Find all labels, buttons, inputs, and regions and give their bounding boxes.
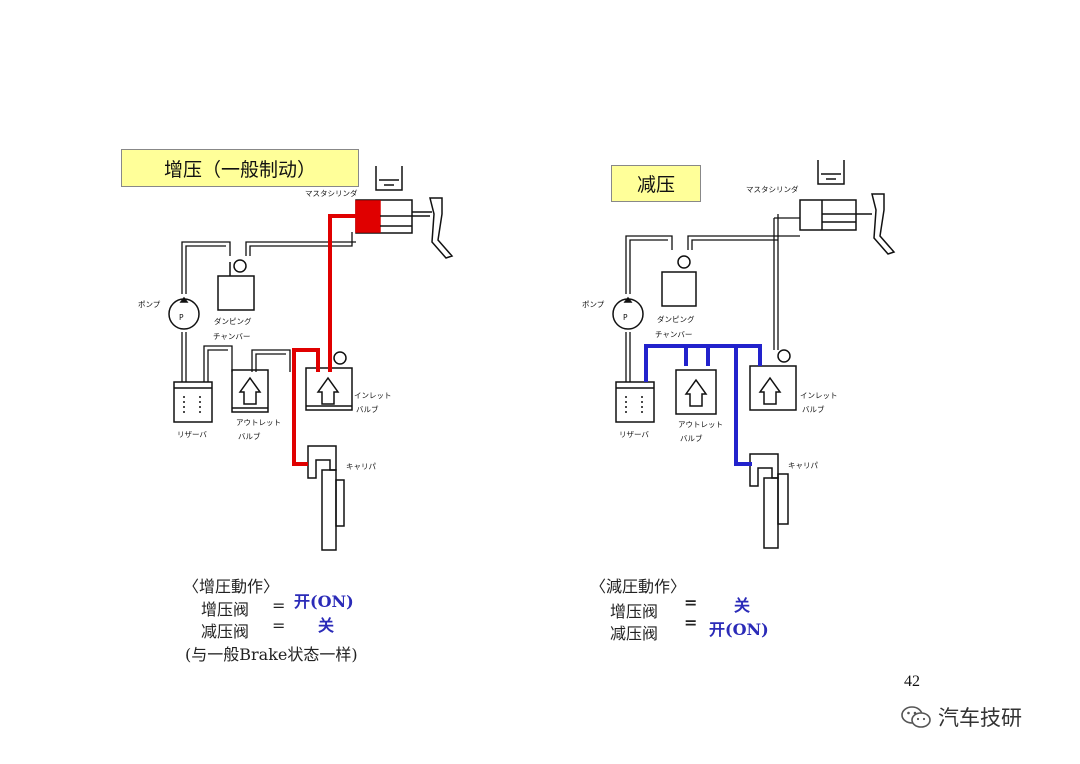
- svg-text:P: P: [623, 313, 628, 322]
- right-operation-heading: 〈減圧動作〉: [590, 577, 687, 596]
- left-label-outlet1: アウトレット: [236, 418, 281, 427]
- left-note: (与一般Brake状态一样): [185, 645, 358, 664]
- left-label-damping1: ダンピング: [214, 316, 252, 326]
- left-label-caliper: キャリパ: [346, 462, 376, 471]
- right-pump-icon: P: [612, 296, 644, 330]
- left-row2-equals: =: [272, 616, 286, 635]
- left-label-master: マスタシリンダ: [305, 188, 358, 198]
- right-label-outlet2: バルブ: [680, 433, 703, 443]
- left-row2-name: 减压阀: [201, 622, 250, 641]
- left-brake-pedal: [412, 197, 454, 259]
- right-label-inlet1: インレット: [800, 391, 838, 400]
- right-label-caliper: キャリパ: [788, 461, 818, 470]
- right-master-reservoir: [817, 160, 845, 185]
- right-label-damping2: チャンバー: [655, 330, 692, 339]
- left-label-outlet2: バルブ: [238, 431, 261, 441]
- right-label-damping1: ダンピング: [657, 314, 695, 324]
- right-row1-equals: =: [684, 593, 698, 612]
- right-label-pump: ポンプ: [582, 300, 605, 309]
- right-label-master: マスタシリンダ: [746, 184, 799, 194]
- left-outlet-valve: [231, 369, 269, 413]
- right-label-outlet1: アウトレット: [678, 420, 723, 429]
- right-diagram: P: [612, 160, 896, 549]
- left-label-reservoir: リザーバ: [177, 430, 207, 439]
- right-inlet-valve: [749, 349, 797, 411]
- right-caliper: [749, 453, 789, 549]
- right-pressure-path: [644, 344, 762, 466]
- right-pipes: [625, 214, 800, 382]
- watermark-text: 汽车技研: [938, 706, 1022, 730]
- right-reservoir: [615, 381, 655, 423]
- right-label-reservoir: リザーバ: [619, 430, 649, 439]
- right-label-inlet2: バルブ: [802, 404, 825, 414]
- left-operation-heading: 〈增圧動作〉: [183, 577, 280, 596]
- left-label-pump: ポンプ: [138, 300, 161, 309]
- right-diagram-title: 减压: [611, 165, 701, 202]
- right-outlet-valve: [675, 369, 717, 415]
- right-master-cylinder: [799, 199, 872, 231]
- left-diagram: P: [168, 166, 454, 551]
- right-row1-name: 增压阀: [610, 602, 659, 621]
- left-row1-name: 增压阀: [201, 600, 250, 619]
- watermark: 汽车技研: [900, 702, 1022, 732]
- left-caliper: [307, 445, 345, 551]
- left-master-cylinder: [355, 199, 430, 234]
- wechat-icon: [901, 706, 931, 728]
- left-master-reservoir: [375, 166, 403, 191]
- pump-icon: P: [168, 296, 200, 330]
- page-number: 42: [904, 673, 920, 690]
- left-label-damping2: チャンバー: [213, 332, 250, 341]
- right-row2-value: 开(ON): [709, 620, 769, 639]
- right-brake-pedal: [871, 193, 896, 255]
- right-row2-equals: =: [684, 613, 698, 632]
- left-damping-chamber: [217, 259, 255, 311]
- left-reservoir: [173, 381, 213, 423]
- left-pipes: [181, 232, 356, 382]
- left-diagram-title: 增压（一般制动）: [121, 149, 359, 187]
- right-row2-name: 减压阀: [610, 624, 659, 643]
- right-row1-value: 关: [734, 596, 751, 615]
- left-row1-value: 开(ON): [294, 592, 354, 611]
- left-row1-equals: =: [272, 596, 286, 615]
- left-label-inlet1: インレット: [354, 391, 392, 400]
- left-pressure-path: [292, 214, 356, 466]
- svg-text:P: P: [179, 313, 184, 322]
- left-label-inlet2: バルブ: [356, 404, 379, 414]
- left-row2-value: 关: [318, 616, 335, 635]
- right-damping-chamber: [661, 255, 697, 307]
